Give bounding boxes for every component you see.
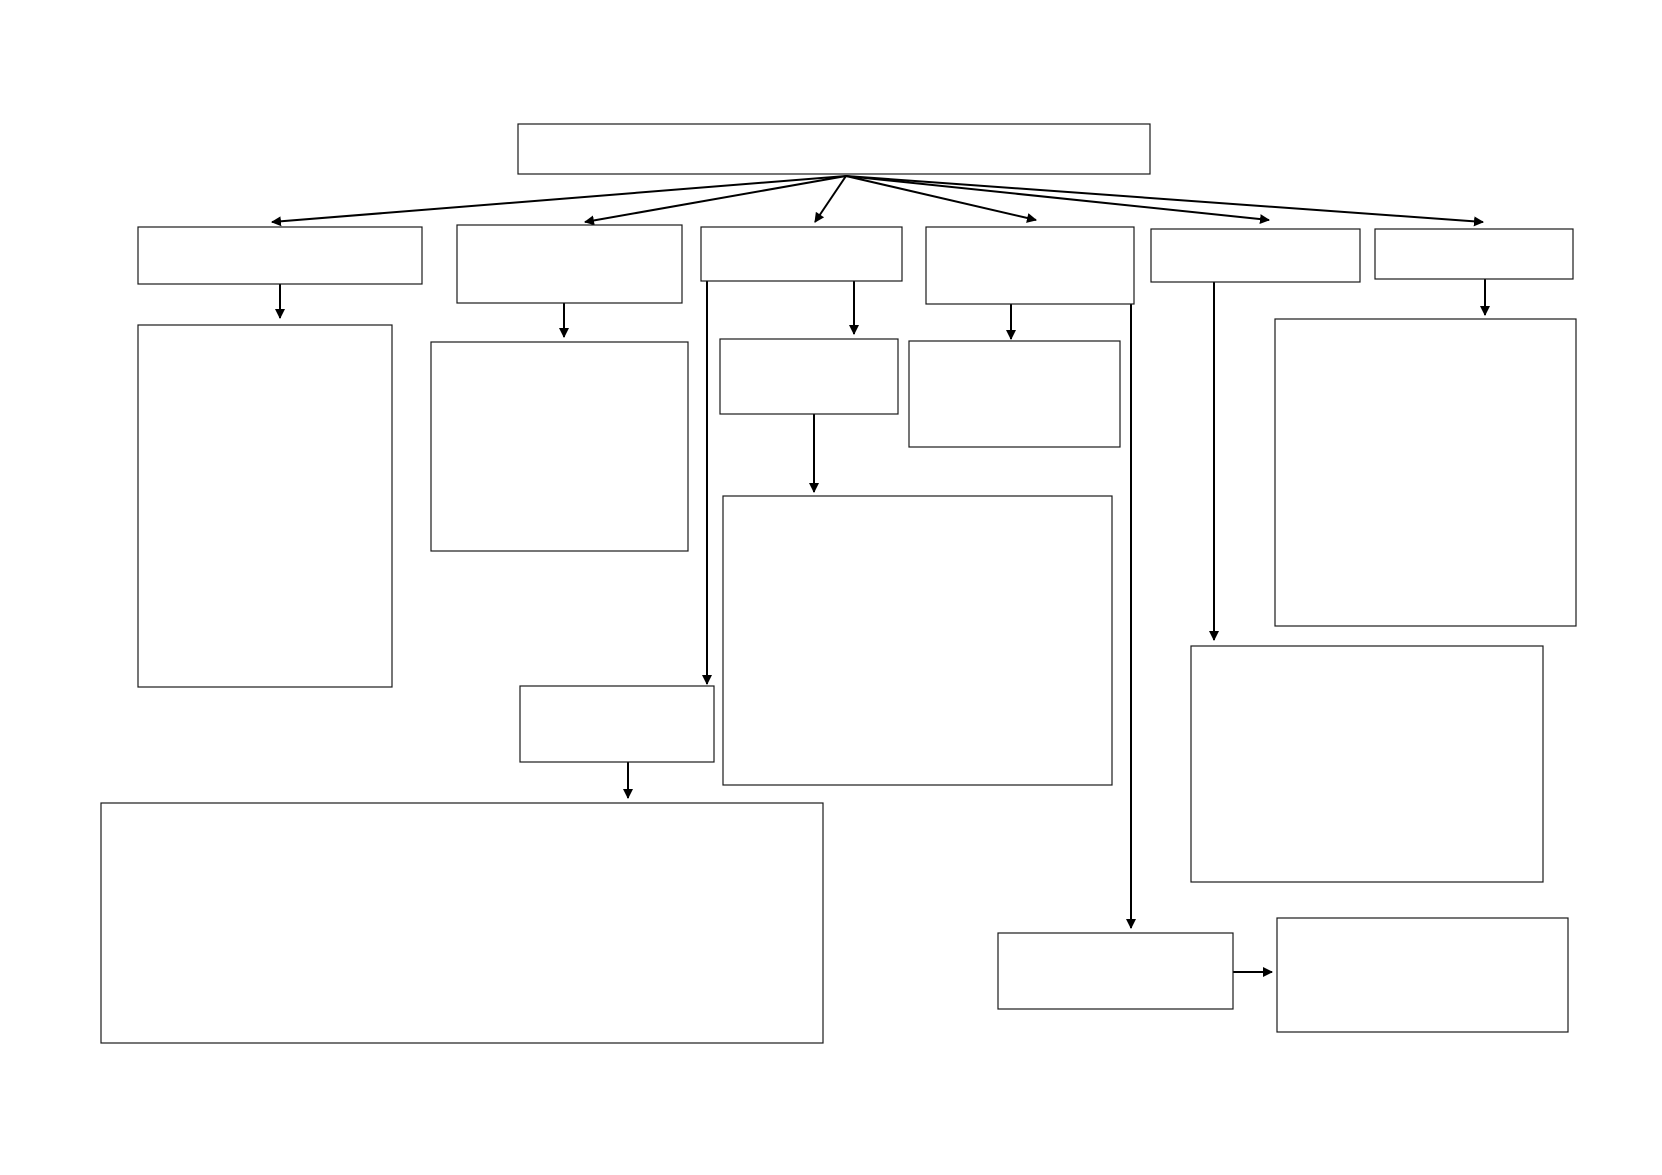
node-box-border	[908, 340, 1121, 448]
node-box-detail-3b	[100, 802, 824, 1044]
node-box-level1-2	[456, 224, 683, 304]
node-box-border	[1274, 318, 1577, 627]
arrow-root-to-level1-6	[845, 175, 1484, 227]
arrow-line	[845, 175, 1037, 223]
node-box-border	[137, 226, 423, 285]
node-box-level1-6	[1374, 228, 1574, 280]
arrow-root-to-level1-5	[845, 175, 1270, 225]
node-box-border	[1276, 917, 1569, 1033]
node-box-sub-4b	[997, 932, 1234, 1010]
node-box-border	[519, 685, 715, 763]
arrow-root-to-level1-1	[271, 175, 847, 227]
arrow-line	[814, 175, 847, 223]
box-layer	[100, 123, 1577, 1044]
node-box-level1-5	[1150, 228, 1361, 283]
node-box-border	[517, 123, 1151, 175]
arrow-root-to-level1-3	[814, 175, 847, 223]
node-box-border	[997, 932, 1234, 1010]
node-box-border	[1150, 228, 1361, 283]
node-box-border	[456, 224, 683, 304]
arrow-line	[584, 175, 847, 226]
arrow-line	[845, 175, 1484, 227]
node-box-border	[722, 495, 1113, 786]
node-box-sub-3a	[719, 338, 899, 415]
node-box-border	[1374, 228, 1574, 280]
node-box-detail-2	[430, 341, 689, 552]
node-box-border	[700, 226, 903, 282]
node-box-detail-4b	[1276, 917, 1569, 1033]
node-box-detail-6	[1274, 318, 1577, 627]
arrow-line	[271, 175, 847, 227]
node-box-detail-3a	[722, 495, 1113, 786]
node-box-level1-3	[700, 226, 903, 282]
node-box-root	[517, 123, 1151, 175]
node-box-border	[925, 226, 1135, 305]
connector-layer	[271, 175, 1490, 977]
node-box-border	[100, 802, 824, 1044]
node-box-detail-4	[908, 340, 1121, 448]
node-box-detail-1	[137, 324, 393, 688]
node-box-level1-4	[925, 226, 1135, 305]
node-box-detail-5	[1190, 645, 1544, 883]
arrow-line	[845, 175, 1270, 225]
node-box-level1-1	[137, 226, 423, 285]
arrow-root-to-level1-4	[845, 175, 1037, 223]
node-box-border	[1190, 645, 1544, 883]
node-box-border	[430, 341, 689, 552]
node-box-sub-3b	[519, 685, 715, 763]
arrow-root-to-level1-2	[584, 175, 847, 226]
node-box-border	[719, 338, 899, 415]
node-box-border	[137, 324, 393, 688]
